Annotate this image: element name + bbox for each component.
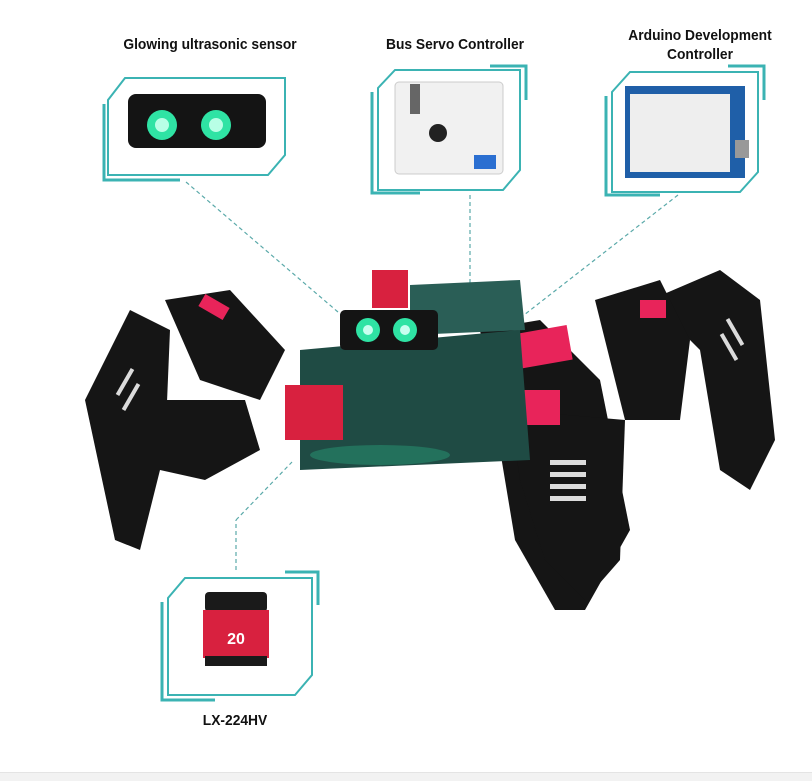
callout-label-arduino-line2: Controller [667, 46, 733, 63]
leader-line-servo-b [235, 461, 293, 521]
bus-servo-controller-image [394, 81, 504, 175]
robot-top-plate [410, 280, 525, 335]
bottom-bar [0, 772, 812, 781]
hexapod-robot [85, 270, 775, 610]
callout-label-sensor: Glowing ultrasonic sensor [123, 36, 297, 53]
frame-arduino [604, 64, 766, 197]
robot-body [300, 330, 530, 470]
frame-sensor [102, 77, 286, 182]
frame-bus-servo [370, 64, 528, 195]
callout-label-arduino-line1: Arduino Development [628, 27, 772, 44]
robot-front-servo [285, 385, 343, 440]
robot-ultrasonic-sensor [340, 310, 438, 350]
servo-badge-text: 20 [227, 631, 245, 648]
lx-224hv-servo-image: 20 [203, 592, 269, 666]
robot-legs [85, 270, 775, 610]
callout-label-bus-servo: Bus Servo Controller [385, 36, 525, 53]
callout-label-servo: LX-224HV [202, 712, 268, 729]
frame-servo: 20 [160, 570, 320, 702]
